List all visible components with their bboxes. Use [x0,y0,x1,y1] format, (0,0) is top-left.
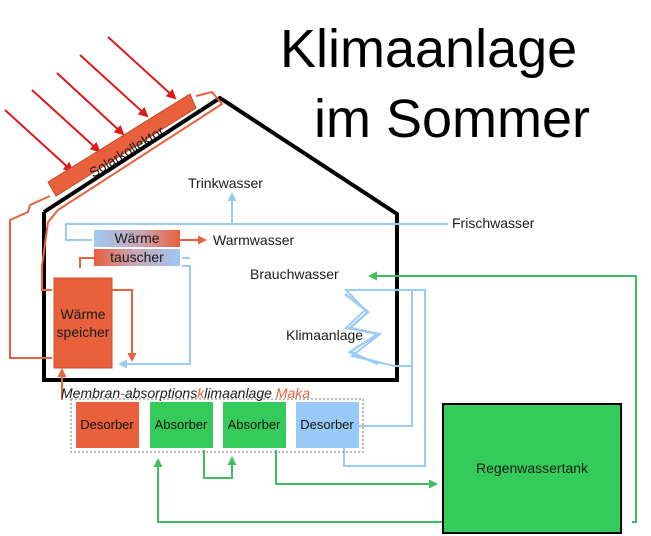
maka-caption-part: limaanlage [204,385,276,401]
maka-caption: Membran-absorptionsklimaanlage Maka [61,385,310,401]
klimaanlage-coil-shape [344,293,382,366]
desorber-hot-unit: Desorber [76,402,139,448]
label-brauchwasser: Brauchwasser [250,266,339,282]
desorber-hot-label: Desorber [80,417,134,432]
sun-ray-1 [107,36,177,100]
rain-to-absorber-pipe [153,458,442,523]
storage-to-hx-pipe [79,257,96,268]
absorber-1-unit: Absorber [150,402,213,448]
absorber-2-label: Absorber [228,417,281,432]
collector-return-pipe [41,90,224,291]
heat-exchanger-line-1: Wärme [114,230,159,246]
solar-collector: Solarkollektor [47,93,197,197]
absorber-1-label: Absorber [155,417,208,432]
maka-caption-part: absorptions [125,385,197,401]
sun-rays [4,36,177,173]
heat-storage-line-1: Wärme [60,306,105,322]
rainwater-tank: Regenwassertank [442,403,622,534]
rain-pipes [153,271,637,523]
house-outline [42,95,399,382]
label-trinkwasser: Trinkwasser [188,175,263,191]
desorber-cold-label: Desorber [300,417,354,432]
sun-ray-4 [31,89,101,153]
heat-storage-line-2: speicher [57,324,110,340]
label-klimaanlage: Klimaanlage [286,327,363,343]
absorber-to-tank-pipe [275,450,438,489]
title-line-2: im Sommer [314,89,590,149]
maka-caption-part: Maka [276,385,310,401]
cooling-return-pipe [343,294,426,467]
heat-storage: Wärme speicher [53,277,113,369]
hot-pipes [9,90,224,400]
rain-supply-pipe [368,271,637,523]
maka-frame [70,398,364,453]
maka-caption-part: k [197,385,205,401]
sun-ray-5 [4,109,74,173]
title-line-1: Klimaanlage [280,19,577,79]
maka-caption-part: - [120,385,125,401]
storage-to-desorber-pipe [112,289,137,362]
hx-to-storage-pipe [118,265,191,369]
label-frischwasser: Frischwasser [452,215,535,231]
sun-ray-3 [56,72,125,136]
desorber-cold-unit: Desorber [296,402,359,448]
cooling-top-pipe [412,289,426,294]
rainwater-tank-label: Regenwassertank [476,460,589,476]
label-warmwasser: Warmwasser [213,232,294,248]
sun-ray-2 [79,54,149,118]
heat-exchanger-line-2: tauscher [110,249,164,265]
absorber-2-unit: Absorber [223,402,286,448]
collector-supply-pipe [9,195,52,359]
maka-caption-part: Membran [61,385,120,401]
maka-units: Desorber Absorber Absorber Desorber [76,402,359,448]
heat-exchanger: Wärme tauscher [94,230,180,266]
absorber-link-pipe [203,450,237,479]
frischwasser-pipe [65,223,448,241]
